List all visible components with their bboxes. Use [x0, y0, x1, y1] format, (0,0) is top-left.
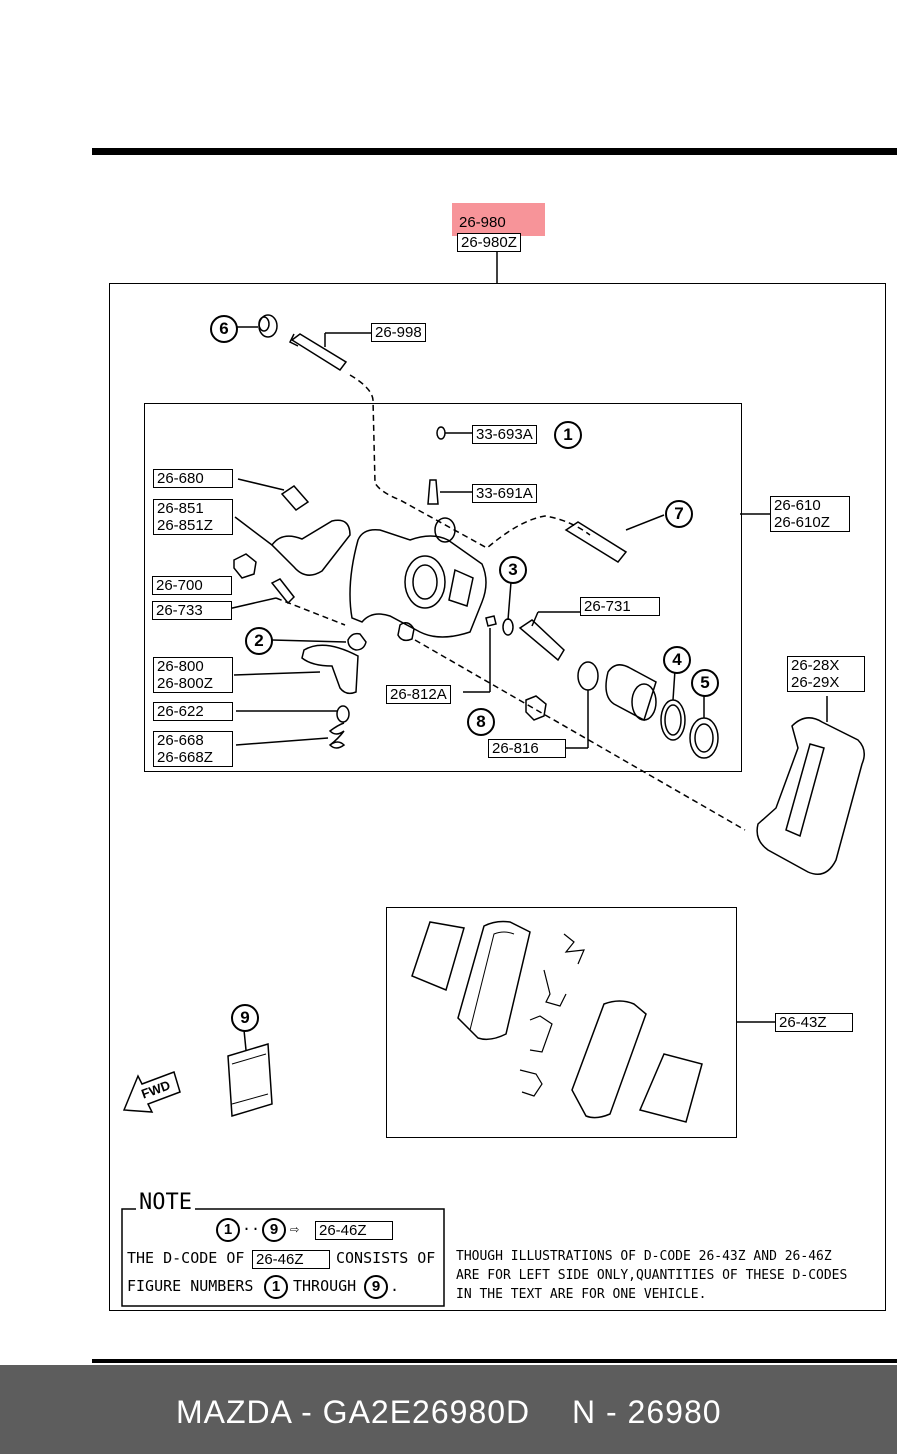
note-range-start: 1: [216, 1218, 240, 1242]
part-label-main[interactable]: 26-980: [459, 214, 506, 231]
callout-7[interactable]: 7: [665, 500, 693, 528]
label-33-693a[interactable]: 33-693A: [472, 425, 537, 444]
label-26-812a[interactable]: 26-812A: [386, 685, 451, 704]
callout-2[interactable]: 2: [245, 627, 273, 655]
label-26-816[interactable]: 26-816: [488, 739, 566, 758]
pad-frame: [386, 907, 737, 1138]
label-33-691a[interactable]: 33-691A: [472, 484, 537, 503]
part-number-highlight: [452, 203, 545, 236]
label-26-700[interactable]: 26-700: [152, 576, 232, 595]
callout-3[interactable]: 3: [499, 556, 527, 584]
label-26-680[interactable]: 26-680: [153, 469, 233, 488]
note-side-text-3: IN THE TEXT ARE FOR ONE VEHICLE.: [456, 1287, 707, 1302]
note-line1-code: 26-46Z: [252, 1250, 330, 1269]
caliper-frame: [144, 403, 742, 772]
footer-brand-code: MAZDA - GA2E26980D: [176, 1394, 531, 1430]
note-line1-b: CONSISTS OF: [336, 1249, 436, 1267]
note-line2-a: FIGURE NUMBERS: [127, 1277, 254, 1295]
note-line2-n1: 1: [264, 1275, 288, 1299]
note-code: 26-46Z: [315, 1221, 393, 1240]
note-line1-a: THE D-CODE OF: [127, 1249, 245, 1267]
label-26-731[interactable]: 26-731: [580, 597, 660, 616]
note-range-end: 9: [262, 1218, 286, 1242]
label-26-610[interactable]: 26-610 26-610Z: [770, 496, 850, 532]
note-side-text-1: THOUGH ILLUSTRATIONS OF D-CODE 26-43Z AN…: [456, 1249, 832, 1264]
part-label-main-alt[interactable]: 26-980Z: [457, 233, 521, 252]
callout-9[interactable]: 9: [231, 1004, 259, 1032]
label-26-28x[interactable]: 26-28X 26-29X: [787, 656, 865, 692]
callout-4[interactable]: 4: [663, 646, 691, 674]
footer-bar: [0, 1365, 897, 1454]
note-arrow: ⇨: [290, 1220, 300, 1238]
callout-6[interactable]: 6: [210, 315, 238, 343]
callout-8[interactable]: 8: [467, 708, 495, 736]
note-side-text-2: ARE FOR LEFT SIDE ONLY,QUANTITIES OF THE…: [456, 1268, 848, 1283]
note-line2-c: .: [390, 1277, 400, 1295]
note-range-sep: ··: [242, 1220, 261, 1238]
bottom-rule: [92, 1359, 897, 1363]
note-line2-n2: 9: [364, 1275, 388, 1299]
assembly-frame: [109, 283, 886, 1311]
callout-5[interactable]: 5: [691, 669, 719, 697]
top-rule: [92, 148, 897, 155]
label-26-733[interactable]: 26-733: [152, 601, 232, 620]
note-line2-b: THROUGH: [293, 1277, 357, 1295]
label-26-998[interactable]: 26-998: [371, 323, 426, 342]
label-26-668[interactable]: 26-668 26-668Z: [153, 731, 233, 767]
callout-1[interactable]: 1: [554, 421, 582, 449]
label-26-800[interactable]: 26-800 26-800Z: [153, 657, 233, 693]
label-26-851[interactable]: 26-851 26-851Z: [153, 499, 233, 535]
footer-part-ref: N - 26980: [572, 1394, 722, 1430]
label-26-43z[interactable]: 26-43Z: [775, 1013, 853, 1032]
label-26-622[interactable]: 26-622: [153, 702, 233, 721]
note-title: NOTE: [136, 1190, 195, 1215]
